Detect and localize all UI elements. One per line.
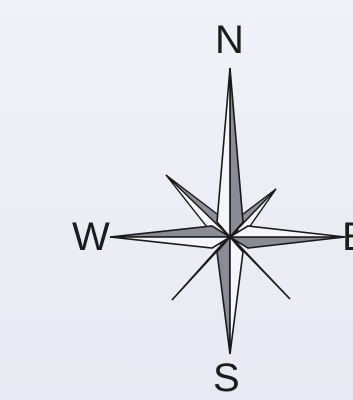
west-label: W (72, 217, 110, 257)
point-west-upper (110, 226, 230, 237)
cardinal-points (110, 68, 345, 354)
north-label: N (215, 20, 244, 60)
point-north-right (230, 68, 243, 237)
point-north-left (217, 68, 230, 237)
south-label: S (213, 358, 240, 398)
east-label: E (342, 217, 353, 257)
point-east-upper (230, 226, 345, 237)
point-south-left (217, 237, 230, 354)
point-west-lower (110, 237, 230, 248)
point-east-lower (230, 237, 345, 248)
point-south-right (230, 237, 243, 354)
